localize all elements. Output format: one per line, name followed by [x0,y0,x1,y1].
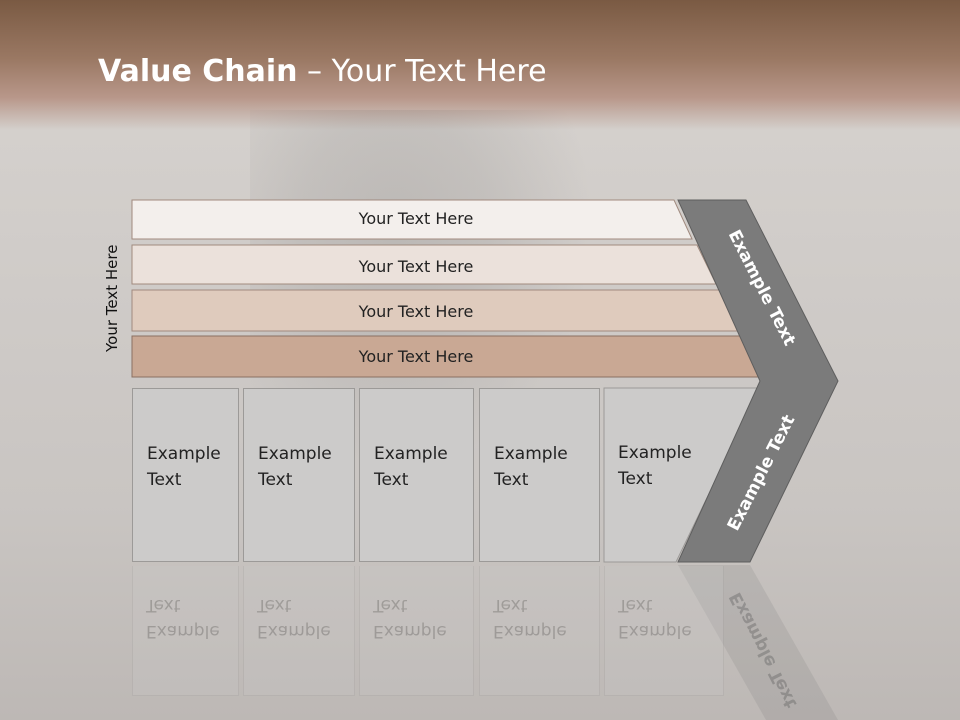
header-band [0,0,960,130]
bar-1-label: Your Text Here [358,209,474,228]
chevron-reflection [678,565,838,720]
slide-title: Value Chain – Your Text Here [98,54,547,89]
bar-3-label: Your Text Here [358,302,474,321]
title-bold: Value Chain [98,54,298,89]
bar-4-label: Your Text Here [358,347,474,366]
title-rest: – Your Text Here [297,54,547,89]
bar-1[interactable] [131,199,693,240]
chevron-arrow[interactable] [677,199,839,563]
bar-2-label: Your Text Here [358,257,474,276]
box-5-shape[interactable] [603,387,761,563]
